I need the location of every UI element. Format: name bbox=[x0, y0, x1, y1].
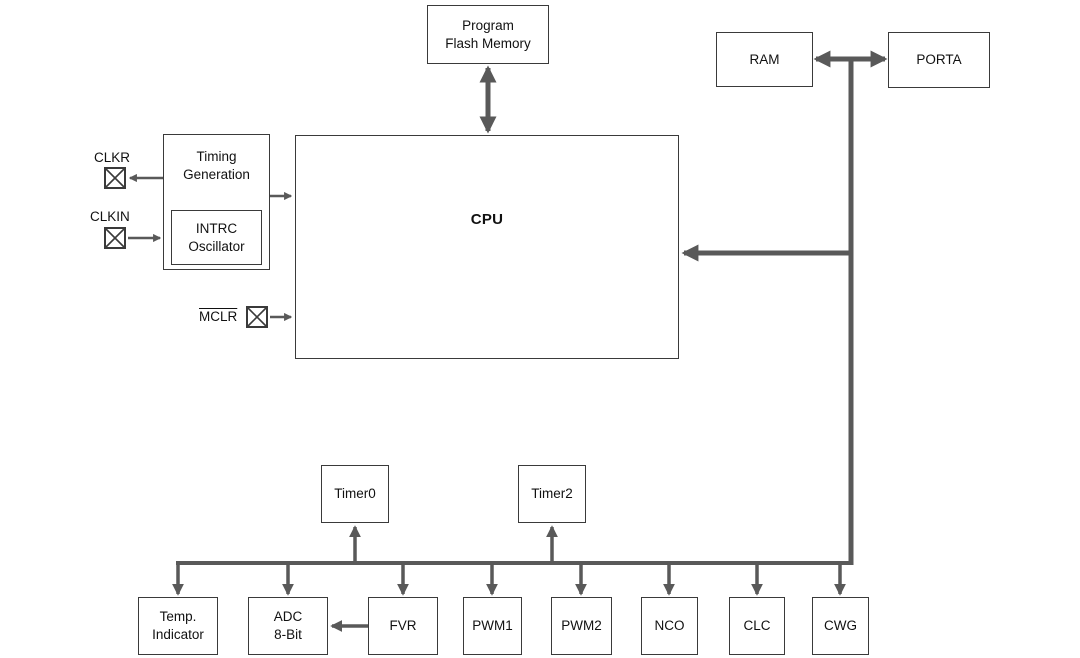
block-nco-label: NCO bbox=[654, 618, 685, 634]
block-ram-label: RAM bbox=[749, 51, 780, 67]
clkin-pad-icon bbox=[104, 227, 126, 249]
block-adc: ADC 8-Bit bbox=[248, 597, 328, 655]
block-adc-label: ADC 8-Bit bbox=[273, 609, 303, 642]
block-pwm1: PWM1 bbox=[463, 597, 522, 655]
block-pwm2-label: PWM2 bbox=[561, 618, 602, 634]
block-nco: NCO bbox=[641, 597, 698, 655]
block-intrc-oscillator: INTRC Oscillator bbox=[171, 210, 262, 265]
clkr-pad-icon bbox=[104, 167, 126, 189]
block-pwm1-label: PWM1 bbox=[472, 618, 513, 634]
pin-mclr-label: MCLR bbox=[199, 309, 238, 324]
block-temp-indicator-label: Temp. Indicator bbox=[152, 609, 204, 642]
block-fvr: FVR bbox=[368, 597, 438, 655]
block-timing-generation-label: Timing Generation bbox=[183, 149, 250, 182]
block-porta-label: PORTA bbox=[916, 52, 962, 68]
block-cpu-label: CPU bbox=[470, 211, 504, 228]
block-cpu: CPU bbox=[295, 135, 679, 359]
block-cwg-label: CWG bbox=[824, 618, 857, 634]
block-pwm2: PWM2 bbox=[551, 597, 612, 655]
block-cwg: CWG bbox=[812, 597, 869, 655]
pin-clkr-label: CLKR bbox=[94, 150, 131, 165]
block-program-flash-memory: Program Flash Memory bbox=[427, 5, 549, 64]
block-timer0: Timer0 bbox=[321, 465, 389, 523]
block-intrc-oscillator-label: INTRC Oscillator bbox=[188, 220, 245, 254]
block-program-flash-memory-label: Program Flash Memory bbox=[445, 17, 531, 51]
block-ram: RAM bbox=[716, 32, 813, 87]
pin-clkin-label: CLKIN bbox=[90, 209, 130, 224]
block-clc: CLC bbox=[729, 597, 785, 655]
block-timer2: Timer2 bbox=[518, 465, 586, 523]
block-porta: PORTA bbox=[888, 32, 990, 88]
block-timer0-label: Timer0 bbox=[334, 486, 376, 502]
mclr-pad-icon bbox=[246, 306, 268, 328]
block-clc-label: CLC bbox=[743, 618, 771, 634]
block-fvr-label: FVR bbox=[389, 618, 417, 634]
block-timer2-label: Timer2 bbox=[531, 486, 573, 502]
block-timing-generation: Timing Generation INTRC Oscillator bbox=[163, 134, 270, 270]
block-temp-indicator: Temp. Indicator bbox=[138, 597, 218, 655]
